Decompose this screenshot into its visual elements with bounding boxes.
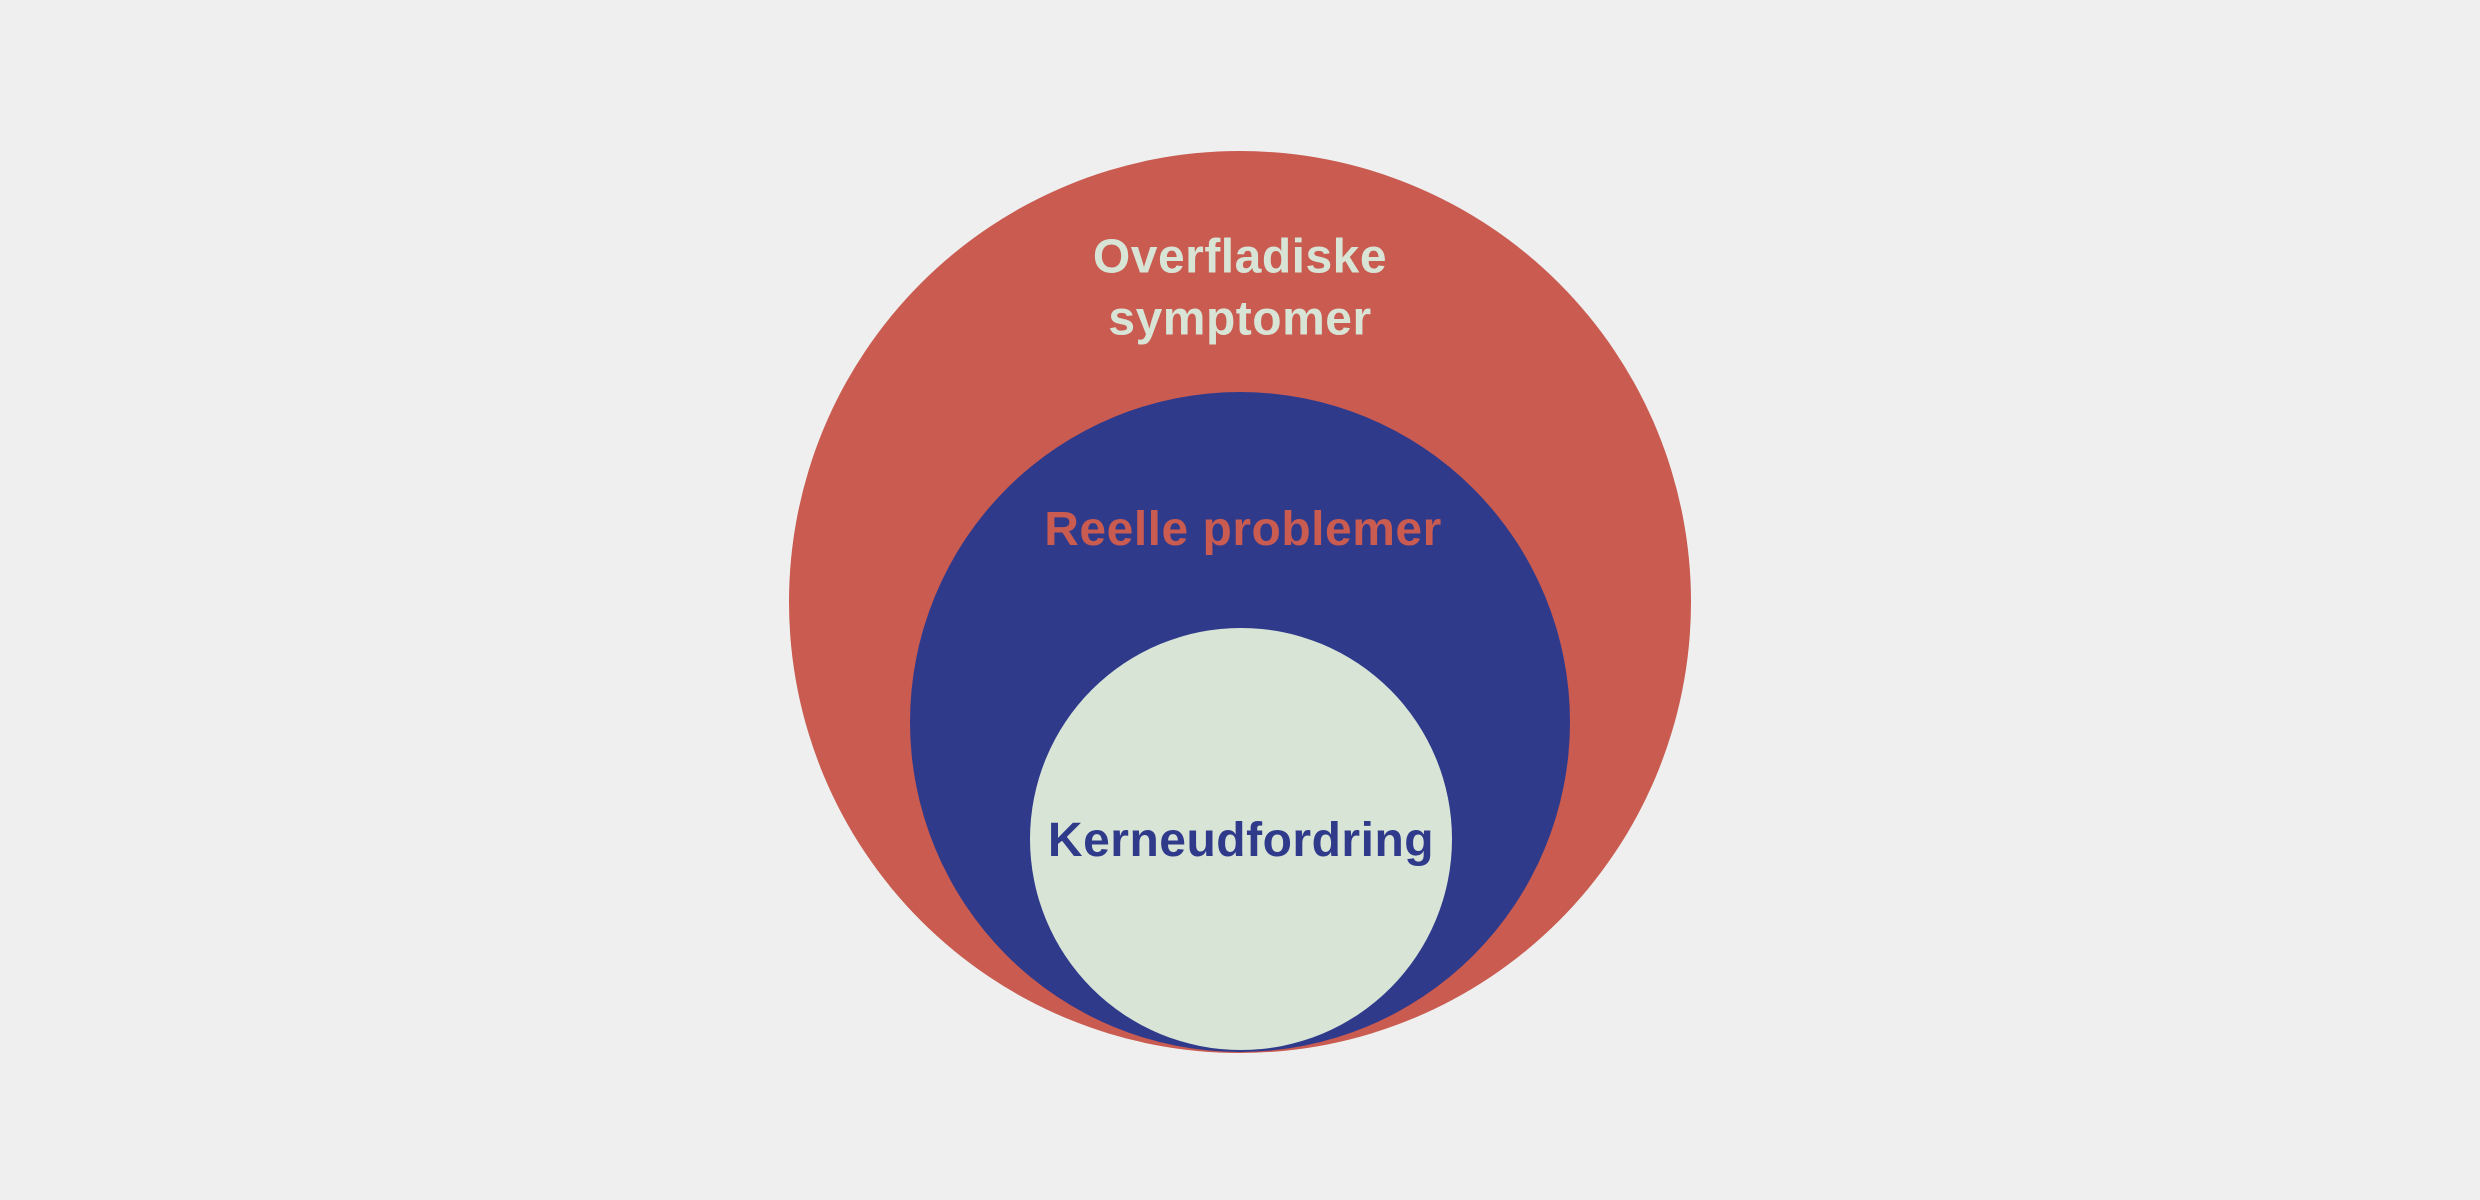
inner-circle-label: Kerneudfordring	[1047, 813, 1435, 867]
middle-circle-label: Reelle problemer	[1044, 502, 1442, 556]
outer-circle-label: Overfladiske symptomer	[1092, 230, 1388, 346]
inner-circle-core	[1030, 628, 1452, 1050]
